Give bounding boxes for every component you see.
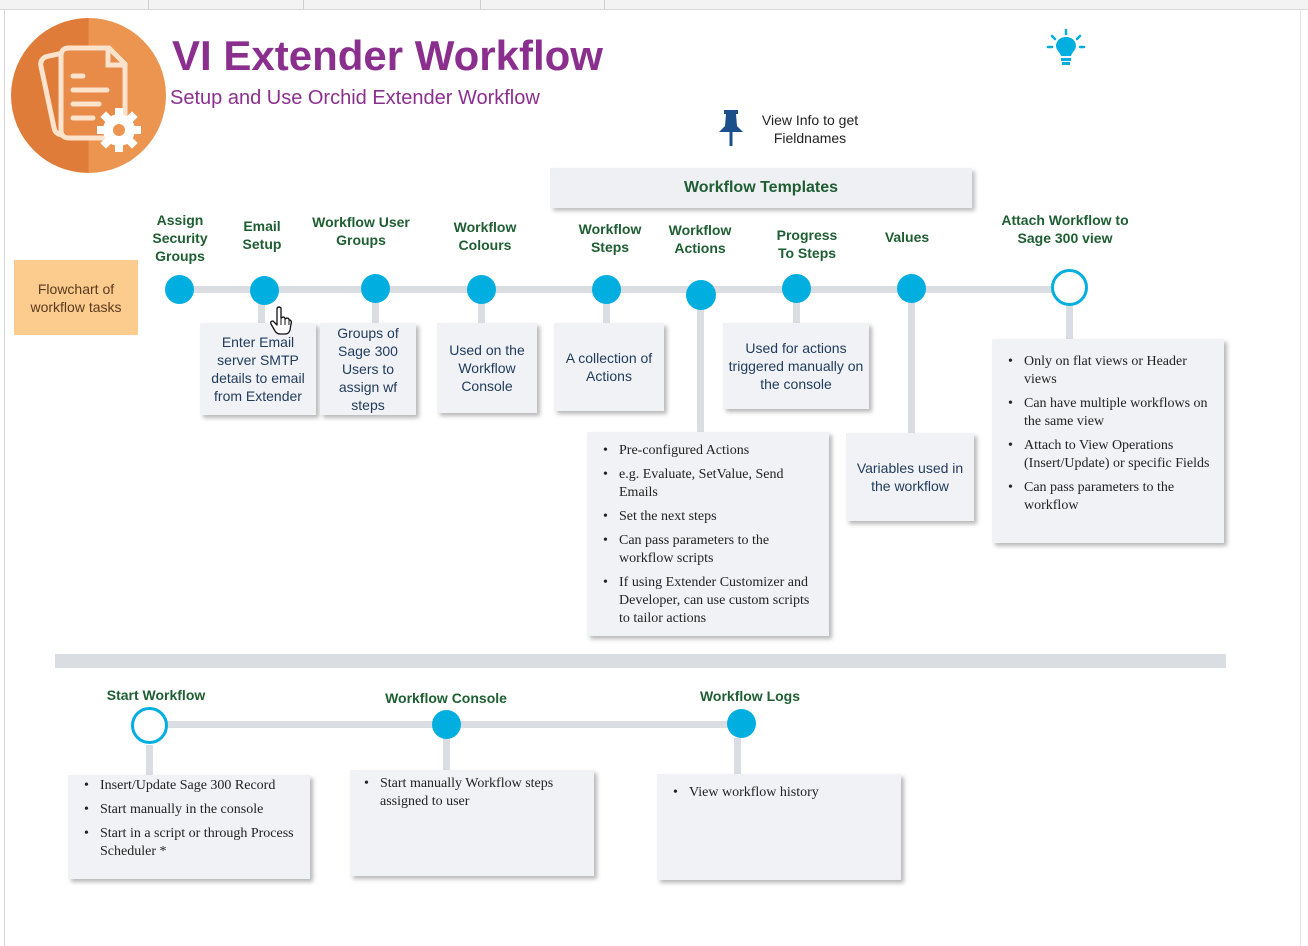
step-label-values: Values	[884, 229, 930, 245]
step-label-progress: Progress To Steps	[776, 227, 838, 261]
values-note: Variables used in the workflow	[846, 433, 974, 521]
start-details: Insert/Update Sage 300 Record Start manu…	[68, 775, 310, 879]
list-item: Set the next steps	[589, 508, 819, 526]
page-subtitle: Setup and Use Orchid Extender Workflow	[170, 87, 540, 109]
connector	[478, 293, 485, 323]
connector	[603, 293, 610, 323]
connector	[443, 738, 450, 770]
timeline-dot	[592, 275, 621, 304]
setup-timeline-line	[180, 286, 1070, 293]
timeline-dot	[432, 710, 461, 739]
connector	[734, 738, 741, 774]
list-item: If using Extender Customizer and Develop…	[589, 574, 819, 628]
steps-note: A collection of Actions	[554, 323, 664, 411]
timeline-dot	[727, 709, 756, 738]
connector	[697, 300, 704, 432]
slide-border-left	[4, 10, 5, 946]
actions-details: Pre-configured Actions e.g. Evaluate, Se…	[587, 432, 829, 636]
lightbulb-icon	[1046, 28, 1086, 65]
step-label-colours: Workflow Colours	[453, 219, 517, 253]
page-title: VI Extender Workflow	[172, 32, 603, 79]
connector	[146, 745, 153, 775]
workflow-templates-title: Workflow Templates	[683, 179, 839, 196]
colours-note: Used on the Workflow Console	[437, 323, 537, 413]
step-label-email-setup: Email Setup	[242, 218, 282, 252]
step-label-actions: Workflow Actions	[668, 222, 732, 256]
list-item: Can have multiple workflows on the same …	[994, 395, 1212, 431]
timeline-dot	[165, 275, 194, 304]
timeline-dot	[782, 274, 811, 303]
document-gear-icon	[11, 18, 166, 173]
pin-info-text: View Info to get Fieldnames	[761, 112, 859, 146]
list-item: Can pass parameters to the workflow scri…	[589, 532, 819, 568]
list-item: Start in a script or through Process Sch…	[70, 825, 302, 861]
connector	[908, 293, 915, 433]
slide-border-right	[1300, 10, 1301, 946]
timeline-dot	[467, 275, 496, 304]
connector	[793, 293, 800, 323]
flowchart-side-note: Flowchart of workflow tasks	[14, 260, 138, 335]
run-label-start: Start Workflow	[106, 687, 206, 703]
list-item: Insert/Update Sage 300 Record	[70, 777, 302, 795]
step-label-steps: Workflow Steps	[578, 221, 642, 255]
timeline-dot	[250, 276, 279, 305]
section-divider	[55, 654, 1226, 668]
browser-tab-strip	[0, 0, 1308, 10]
list-item: Attach to View Operations (Insert/Update…	[994, 437, 1212, 473]
list-item: Pre-configured Actions	[589, 442, 819, 460]
step-label-user-groups: Workflow User Groups	[312, 214, 410, 248]
progress-note: Used for actions triggered manually on t…	[723, 323, 869, 409]
connector	[1066, 304, 1073, 339]
list-item: Can pass parameters to the workflow	[994, 479, 1212, 515]
timeline-start-ring	[131, 707, 168, 744]
workflow-templates-banner: Workflow Templates	[550, 168, 972, 208]
run-label-console: Workflow Console	[385, 690, 507, 706]
connector	[258, 293, 265, 323]
list-item: Only on flat views or Header views	[994, 353, 1212, 389]
step-label-security-groups: Assign Security Groups	[152, 212, 208, 264]
list-item: Start manually Workflow steps assigned t…	[350, 775, 584, 811]
console-details: Start manually Workflow steps assigned t…	[350, 770, 594, 876]
pushpin-icon	[719, 110, 743, 146]
timeline-dot	[361, 274, 390, 303]
hand-cursor-icon	[270, 306, 292, 335]
user-groups-note: Groups of Sage 300 Users to assign wf st…	[320, 323, 416, 415]
timeline-end-ring	[1051, 269, 1088, 306]
run-label-logs: Workflow Logs	[699, 688, 801, 704]
list-item: e.g. Evaluate, SetValue, Send Emails	[589, 466, 819, 502]
timeline-dot	[686, 280, 716, 310]
connector	[372, 293, 379, 323]
list-item: Start manually in the console	[70, 801, 302, 819]
attach-details: Only on flat views or Header views Can h…	[992, 339, 1224, 543]
email-setup-note: Enter Email server SMTP details to email…	[200, 323, 316, 415]
timeline-dot	[897, 274, 926, 303]
logs-details: View workflow history	[657, 774, 901, 880]
list-item: View workflow history	[659, 784, 891, 802]
step-label-attach: Attach Workflow to Sage 300 view	[1001, 212, 1129, 246]
